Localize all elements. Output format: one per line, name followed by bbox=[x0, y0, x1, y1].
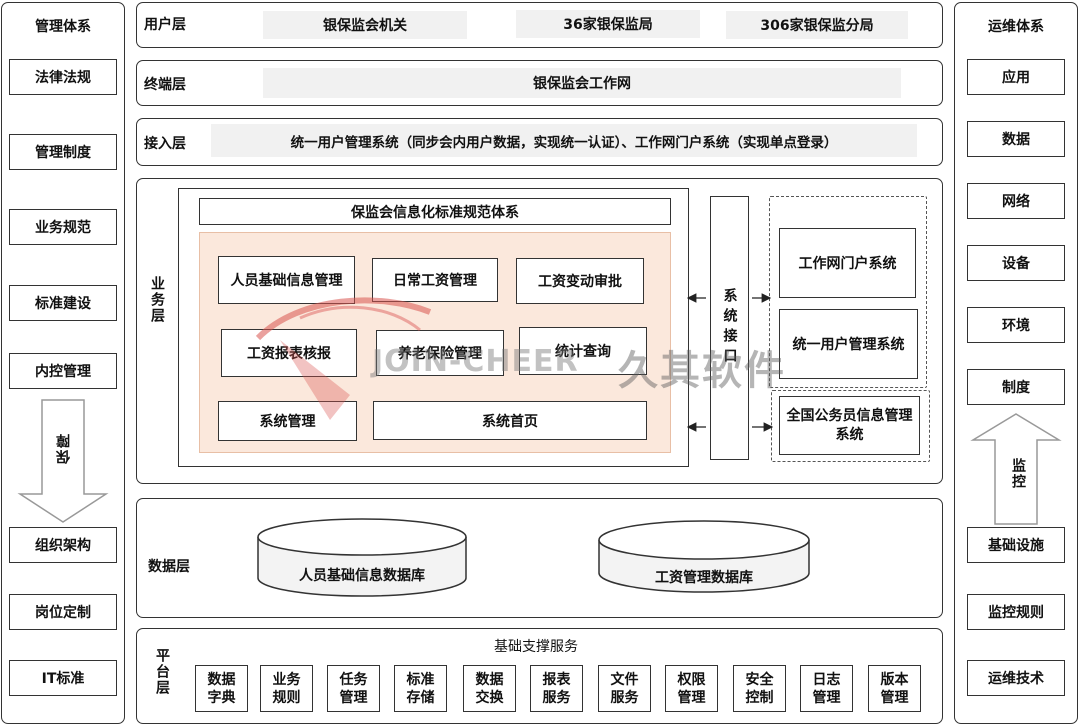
service-security-control: 安全控制 bbox=[733, 665, 786, 712]
left-item-it-standard: IT标准 bbox=[9, 660, 117, 696]
service-file-text: 文件服务 bbox=[610, 671, 639, 706]
service-standard-storage-text: 标准存储 bbox=[406, 671, 435, 706]
service-standard-storage: 标准存储 bbox=[394, 665, 447, 712]
service-permission-text: 权限管理 bbox=[677, 671, 706, 706]
right-item-environment: 环境 bbox=[967, 307, 1065, 343]
right-item-ops-tech: 运维技术 bbox=[967, 660, 1065, 696]
monitor-arrow-label: 监控 bbox=[1010, 458, 1026, 490]
service-version-management: 版本管理 bbox=[868, 665, 921, 712]
user-item-306-branches: 306家银保监分局 bbox=[726, 11, 908, 39]
external-unified-user-management: 统一用户管理系统 bbox=[779, 309, 918, 379]
service-permission: 权限管理 bbox=[665, 665, 718, 712]
module-daily-salary: 日常工资管理 bbox=[372, 258, 498, 302]
left-item-business-spec: 业务规范 bbox=[9, 209, 117, 245]
right-item-network: 网络 bbox=[967, 183, 1065, 219]
right-item-monitor-rules: 监控规则 bbox=[967, 594, 1065, 630]
left-item-post-custom: 岗位定制 bbox=[9, 594, 117, 630]
left-item-rules: 管理制度 bbox=[9, 134, 117, 170]
info-standard-system: 保监会信息化标准规范体系 bbox=[199, 198, 671, 225]
business-core-frame bbox=[178, 188, 689, 467]
module-system-homepage: 系统首页 bbox=[373, 401, 647, 440]
right-item-infrastructure: 基础设施 bbox=[967, 527, 1065, 563]
service-task-management: 任务管理 bbox=[327, 665, 380, 712]
left-item-standard-construction: 标准建设 bbox=[9, 285, 117, 321]
service-data-exchange-text: 数据交换 bbox=[475, 671, 504, 706]
service-data-dictionary-text: 数据字典 bbox=[207, 671, 236, 706]
management-system-title: 管理体系 bbox=[35, 19, 91, 35]
service-business-rules: 业务规则 bbox=[260, 665, 313, 712]
access-layer-label: 接入层 bbox=[144, 136, 186, 152]
db-salary-label: 工资管理数据库 bbox=[655, 570, 753, 586]
data-layer-panel bbox=[136, 498, 943, 618]
user-item-36-bureaus: 36家银保监局 bbox=[516, 10, 700, 38]
access-systems-description: 统一用户管理系统（同步会内用户数据，实现统一认证）、工作网门户系统（实现单点登录… bbox=[211, 124, 917, 157]
service-version-management-text: 版本管理 bbox=[880, 671, 909, 706]
right-item-application: 应用 bbox=[967, 59, 1065, 95]
right-item-regulation: 制度 bbox=[967, 369, 1065, 405]
data-layer-label: 数据层 bbox=[148, 559, 190, 575]
service-report: 报表服务 bbox=[530, 665, 583, 712]
system-interface-label: 系统接口 bbox=[721, 288, 738, 368]
platform-title: 基础支撑服务 bbox=[494, 639, 578, 655]
terminal-work-network: 银保监会工作网 bbox=[263, 68, 901, 98]
module-salary-change-approval: 工资变动审批 bbox=[516, 258, 644, 304]
business-layer-label: 业务层 bbox=[149, 276, 165, 324]
operations-system-title: 运维体系 bbox=[988, 19, 1044, 35]
db-personnel-label: 人员基础信息数据库 bbox=[299, 568, 425, 584]
service-data-dictionary: 数据字典 bbox=[195, 665, 248, 712]
left-item-internal-control: 内控管理 bbox=[9, 353, 117, 389]
user-item-cbirc-hq: 银保监会机关 bbox=[263, 11, 467, 39]
module-salary-report: 工资报表核报 bbox=[221, 329, 357, 377]
service-log-management: 日志管理 bbox=[800, 665, 853, 712]
service-file: 文件服务 bbox=[598, 665, 651, 712]
service-log-management-text: 日志管理 bbox=[812, 671, 841, 706]
right-item-device: 设备 bbox=[967, 245, 1065, 281]
platform-layer-label: 平台层 bbox=[154, 648, 170, 696]
right-item-data: 数据 bbox=[967, 121, 1065, 157]
external-civil-servant-info: 全国公务员信息管理系统 bbox=[779, 396, 920, 455]
external-work-portal: 工作网门户系统 bbox=[779, 228, 916, 298]
service-data-exchange: 数据交换 bbox=[463, 665, 516, 712]
module-personnel-info: 人员基础信息管理 bbox=[218, 256, 355, 304]
guarantee-arrow-label: 保障 bbox=[56, 432, 72, 464]
service-business-rules-text: 业务规则 bbox=[272, 671, 301, 706]
module-statistics-query: 统计查询 bbox=[519, 327, 647, 375]
terminal-layer-label: 终端层 bbox=[144, 77, 186, 93]
left-item-law: 法律法规 bbox=[9, 59, 117, 95]
service-security-control-text: 安全控制 bbox=[745, 671, 774, 706]
external-systems-group-top bbox=[769, 196, 927, 388]
service-task-management-text: 任务管理 bbox=[339, 671, 368, 706]
watermark-latin: JOIN-CHEER bbox=[372, 344, 579, 379]
watermark-cjk: 久其软件 bbox=[618, 347, 786, 394]
left-item-org-structure: 组织架构 bbox=[9, 527, 117, 563]
service-report-text: 报表服务 bbox=[542, 671, 571, 706]
user-layer-label: 用户层 bbox=[144, 17, 186, 33]
system-interface: 系统接口 bbox=[710, 196, 749, 460]
module-system-management: 系统管理 bbox=[218, 401, 357, 441]
